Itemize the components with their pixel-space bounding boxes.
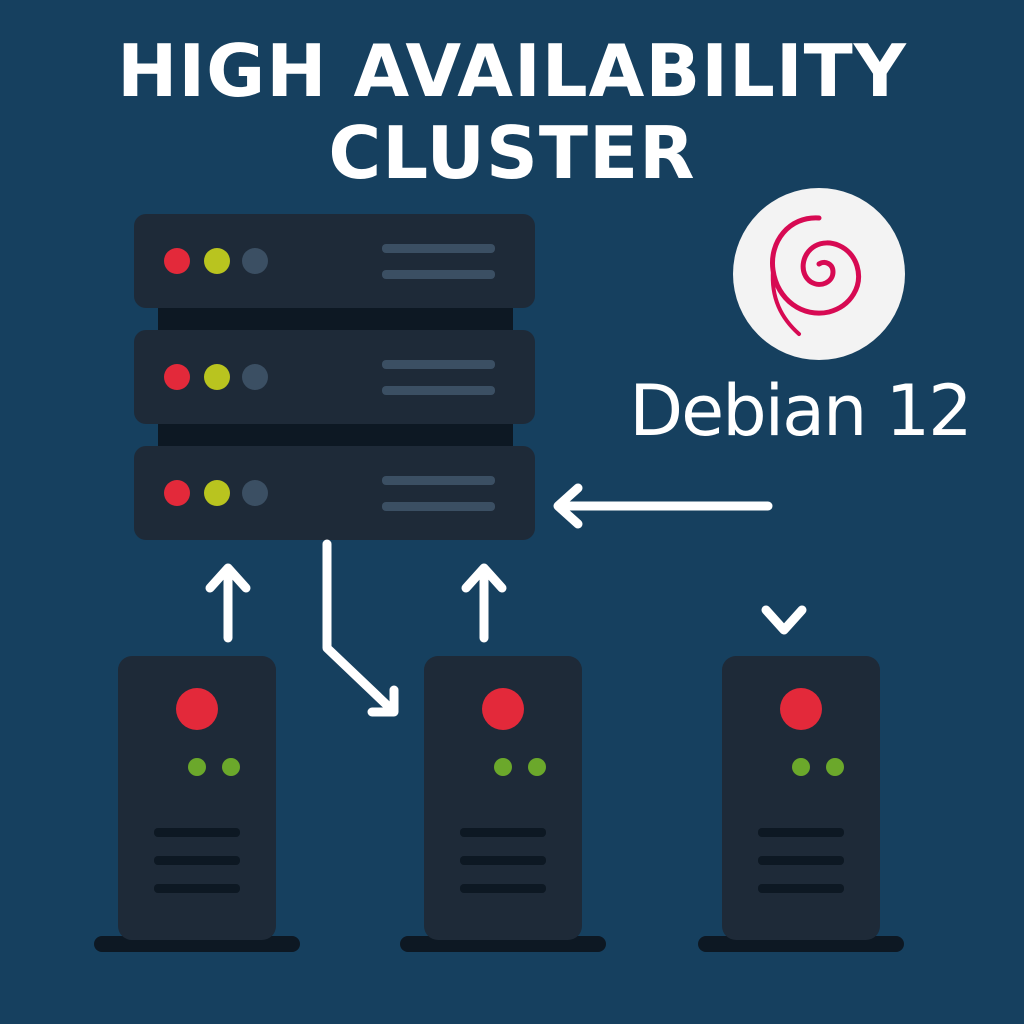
- tower-server-node-3: [722, 656, 880, 940]
- status-led: [204, 248, 230, 274]
- diagram-title: HIGH AVAILABILITY CLUSTER: [0, 30, 1024, 194]
- debian-swirl-icon: [770, 215, 861, 336]
- status-led: [528, 758, 546, 776]
- arrow-node-2-to-rack: [461, 563, 507, 643]
- power-led: [780, 688, 822, 730]
- status-led: [204, 480, 230, 506]
- debian-logo-icon: [733, 188, 905, 360]
- vent-bar: [382, 270, 495, 279]
- vent-bar: [382, 386, 495, 395]
- status-led: [188, 758, 206, 776]
- rack-unit: [134, 214, 535, 308]
- vent-bar: [382, 360, 495, 369]
- tower-base: [400, 936, 606, 952]
- vent-bar: [460, 828, 546, 837]
- status-led: [222, 758, 240, 776]
- arrow-rack-to-node-2: [322, 539, 399, 717]
- status-led: [792, 758, 810, 776]
- tower-server-node-1: [118, 656, 276, 940]
- power-led: [176, 688, 218, 730]
- power-led: [482, 688, 524, 730]
- debian-version-label: Debian 12: [629, 370, 972, 452]
- vent-bar: [382, 244, 495, 253]
- status-led: [494, 758, 512, 776]
- status-led: [242, 364, 268, 390]
- rack-unit: [134, 446, 535, 540]
- title-line-1: HIGH AVAILABILITY: [117, 29, 907, 113]
- tower-base: [94, 936, 300, 952]
- status-led: [164, 480, 190, 506]
- arrow-rack-node-3-bidirectional: [553, 483, 807, 635]
- arrow-node-1-to-rack: [205, 563, 251, 643]
- title-line-2: CLUSTER: [328, 111, 696, 195]
- vent-bar: [382, 476, 495, 485]
- vent-bar: [758, 884, 844, 893]
- vent-bar: [460, 884, 546, 893]
- vent-bar: [758, 828, 844, 837]
- vent-bar: [382, 502, 495, 511]
- tower-server-node-2: [424, 656, 582, 940]
- status-led: [242, 248, 268, 274]
- vent-bar: [758, 856, 844, 865]
- vent-bar: [460, 856, 546, 865]
- status-led: [204, 364, 230, 390]
- tower-base: [698, 936, 904, 952]
- vent-bar: [154, 856, 240, 865]
- vent-bar: [154, 828, 240, 837]
- vent-bar: [154, 884, 240, 893]
- status-led: [164, 364, 190, 390]
- status-led: [826, 758, 844, 776]
- status-led: [242, 480, 268, 506]
- status-led: [164, 248, 190, 274]
- rack-unit: [134, 330, 535, 424]
